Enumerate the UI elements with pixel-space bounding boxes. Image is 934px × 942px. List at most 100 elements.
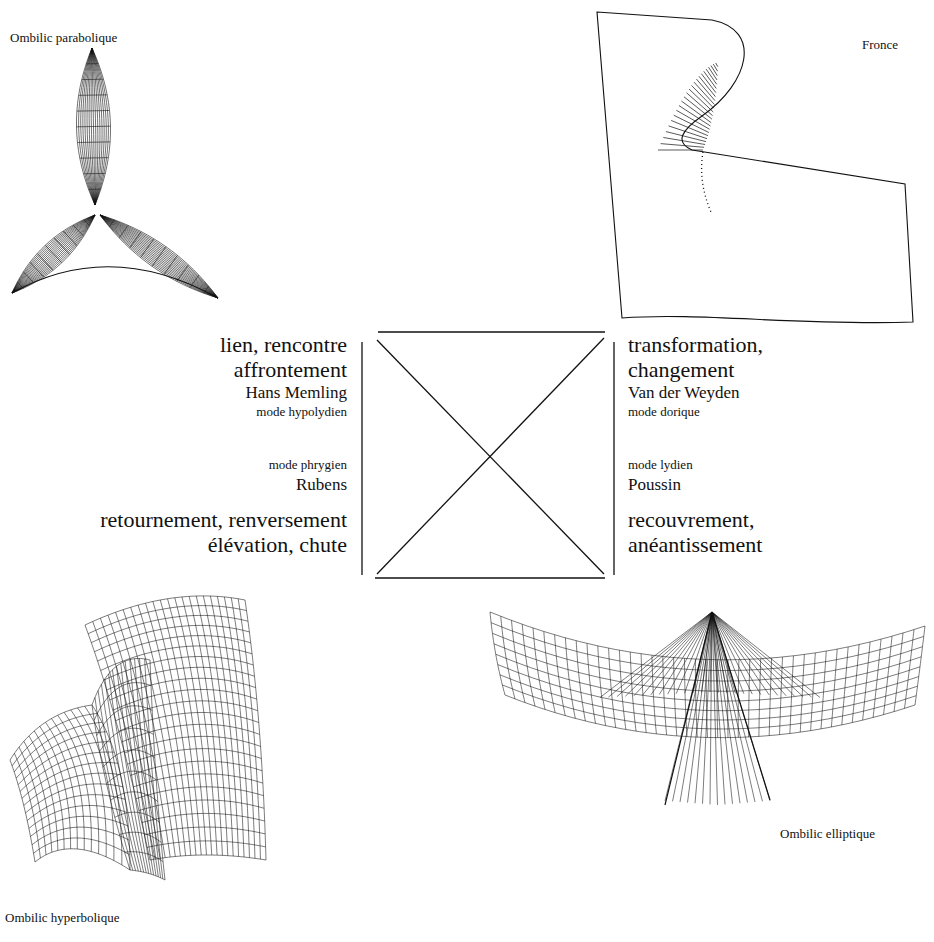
mesh-line [863,642,870,720]
mesh-line [100,215,218,298]
mesh-line [12,215,95,293]
mesh-line [759,659,761,737]
figure-caption: Fronce [862,37,928,52]
mesh-line [117,666,149,873]
mesh-line [710,612,712,804]
mesh-line [100,215,218,298]
mesh-line [712,612,752,694]
mesh-line [685,612,712,693]
mesh-line [203,596,233,856]
semiotic-square [362,332,614,578]
mesh-line [24,741,52,852]
mesh-line [245,600,266,860]
mesh-line [40,726,71,848]
mesh-line [18,742,110,785]
mesh-line [91,615,248,642]
hatch-line [686,93,712,116]
parabolic-umbilic-surface [12,48,218,298]
mesh-line [164,255,177,274]
mesh-line [98,691,136,871]
mesh-line [95,697,133,870]
mesh-line [130,660,156,876]
mesh-line [100,215,218,298]
hatch-line [716,63,718,67]
elliptic-umbilic-surface [490,612,925,805]
mesh-line [712,612,718,805]
musical-mode: mode hypolydien [87,404,347,419]
square-term: recouvrement, anéantissement [628,507,828,557]
mesh-line [100,215,218,298]
surface-sheet [92,658,165,880]
mesh-line [712,612,812,697]
mesh-line [676,612,712,694]
mesh-line [608,612,712,697]
mesh-line [100,215,218,298]
mesh-line [168,599,207,855]
mesh-line [101,684,138,871]
mesh-line [85,706,122,865]
mesh-line [533,628,545,710]
mesh-line [54,238,70,255]
square-side [378,331,605,332]
mesh-line [10,705,92,760]
mesh-line [712,612,761,695]
mesh-line [145,659,163,879]
surface-lobe [12,215,95,293]
mesh-line [107,667,255,690]
mesh-line [12,215,95,293]
mesh-line [668,612,712,694]
hatch-line [681,101,711,123]
mesh-line [12,215,95,293]
mesh-line [196,596,228,856]
mesh-line [544,631,555,712]
mesh-line [100,215,218,298]
mesh-line [12,215,95,293]
mesh-line [12,215,95,293]
mesh-line [175,598,212,855]
mesh-line [34,838,130,855]
hatch-line [691,85,713,108]
surface-lobe [77,48,111,205]
surface-lobe [100,215,218,298]
mesh-line [100,215,218,298]
mesh-line [189,596,222,855]
mesh-line [85,596,245,625]
mesh-line [821,651,826,729]
mesh-line [710,612,712,692]
mesh-line [12,215,95,293]
mesh-line [100,215,218,298]
hatch-line [689,89,713,112]
mesh-line [150,660,165,880]
musical-mode: mode lydien [628,457,888,472]
square-diagonal [377,338,604,574]
mesh-line [92,705,130,870]
mesh-line [598,646,606,726]
mesh-line [842,647,848,725]
mesh-line [501,616,515,699]
mesh-line [884,636,892,714]
mesh-line [71,710,107,857]
mesh-line [77,141,110,143]
mesh-line [100,215,218,298]
surface-sheet [10,705,130,870]
hatch-line [658,150,703,151]
mesh-line [130,232,142,248]
mesh-line [522,624,535,706]
mesh-line [150,855,266,860]
square-side [361,342,362,575]
mesh-line [153,601,196,855]
mesh-line [119,225,128,238]
mesh-line [831,649,837,727]
mesh-line [100,215,218,298]
mesh-line [45,245,61,262]
mesh-line [29,736,58,850]
mesh-line [100,215,218,298]
mesh-line [634,612,712,696]
mesh-line [712,612,748,803]
mesh-line [576,641,585,721]
mesh-line [800,654,804,732]
mesh-line [10,760,35,862]
musical-mode: mode dorique [628,404,888,419]
mesh-line [630,652,636,731]
mesh-line [695,612,712,803]
